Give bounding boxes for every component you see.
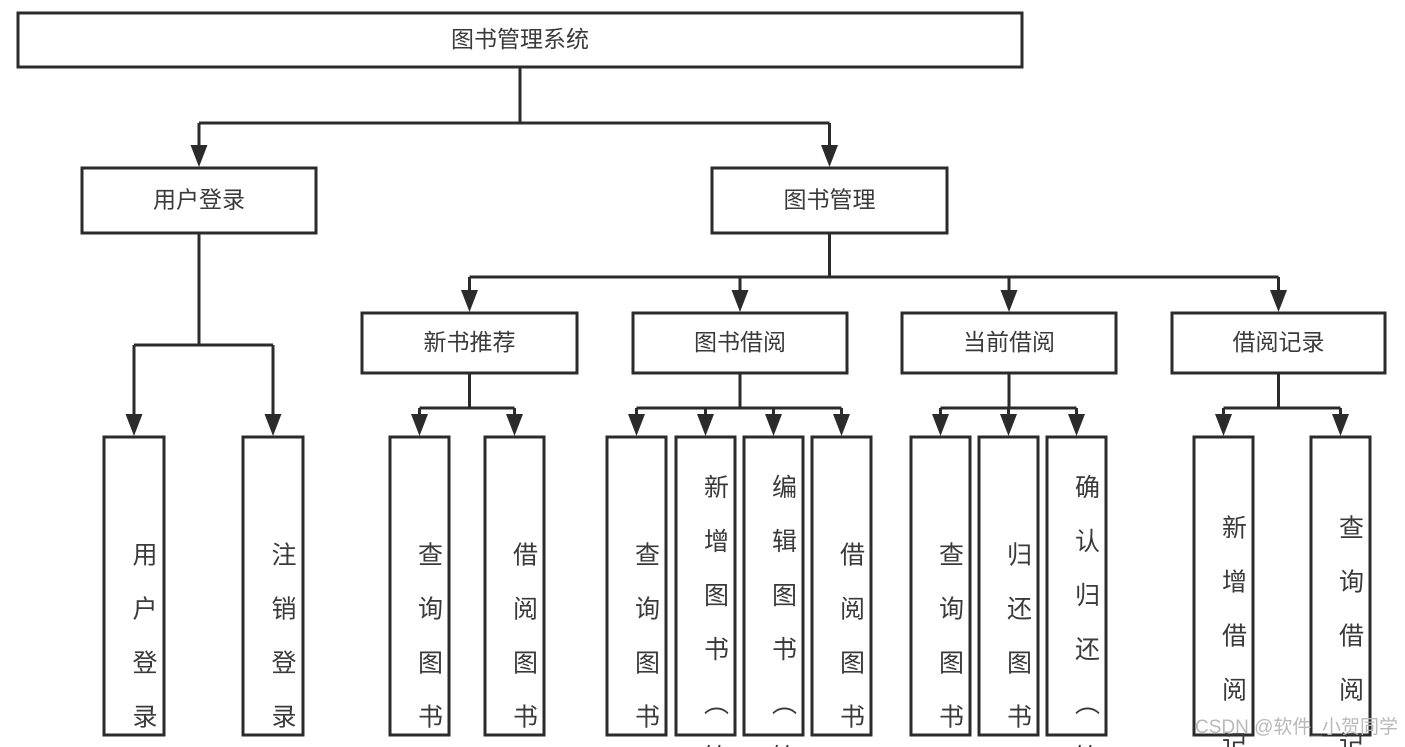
- csdn-watermark: CSDN @软件_小贺同学: [1195, 716, 1398, 738]
- node-leaf-query-book-a[interactable]: 查询图书: [388, 435, 451, 737]
- nodes-layer: 图书管理系统用户登录图书管理新书推荐图书借阅当前借阅借阅记录用户登录注销登录查询…: [16, 11, 1387, 747]
- node-box: [483, 435, 546, 737]
- node-book-manage[interactable]: 图书管理: [710, 166, 949, 235]
- node-box: [742, 435, 805, 737]
- node-leaf-logout[interactable]: 注销登录: [241, 435, 305, 737]
- node-leaf-edit-book[interactable]: 编辑图书（管理员）: [742, 435, 805, 747]
- node-leaf-add-record[interactable]: 新增借阅记录: [1192, 435, 1255, 747]
- node-user-login[interactable]: 用户登录: [80, 166, 318, 235]
- node-current-borrow[interactable]: 当前借阅: [900, 311, 1118, 375]
- node-label: 图书借阅: [694, 329, 786, 355]
- node-box: [241, 435, 305, 737]
- node-label: 新增图书（管理员）: [701, 474, 730, 747]
- node-box: [909, 435, 972, 737]
- node-box: [16, 11, 1024, 69]
- node-label: 图书管理系统: [451, 26, 589, 52]
- edge-group-book_manage: [461, 233, 1287, 312]
- node-leaf-query-book-b[interactable]: 查询图书: [605, 435, 668, 737]
- node-box: [605, 435, 668, 737]
- node-leaf-user-login[interactable]: 用户登录: [102, 435, 166, 737]
- node-box: [1045, 435, 1108, 737]
- node-box: [102, 435, 166, 737]
- edge-group-book_borrow: [628, 373, 850, 436]
- node-box: [674, 435, 737, 737]
- node-label: 借阅图书: [837, 541, 866, 730]
- node-label: 借阅记录: [1233, 329, 1325, 355]
- node-box: [388, 435, 451, 737]
- node-leaf-query-book-c[interactable]: 查询图书: [909, 435, 972, 737]
- edge-group-root: [190, 67, 838, 167]
- node-box: [900, 311, 1118, 375]
- node-label: 新书推荐: [424, 329, 516, 355]
- node-label: 当前借阅: [963, 329, 1055, 355]
- node-label: 编辑图书（管理员）: [769, 474, 798, 747]
- node-box: [1192, 435, 1255, 737]
- node-box: [631, 311, 849, 375]
- node-box: [360, 311, 579, 375]
- node-label: 查询图书: [936, 541, 965, 730]
- node-leaf-borrow-book-a[interactable]: 借阅图书: [483, 435, 546, 737]
- node-leaf-add-book[interactable]: 新增图书（管理员）: [674, 435, 737, 747]
- node-leaf-confirm-return[interactable]: 确认归还（管理员）: [1045, 435, 1108, 747]
- node-label: 查询图书: [415, 541, 444, 730]
- node-label: 归还图书: [1004, 541, 1033, 730]
- node-label: 用户登录: [153, 187, 245, 213]
- node-label: 新增借阅记录: [1219, 514, 1248, 747]
- node-borrow-record[interactable]: 借阅记录: [1170, 311, 1387, 375]
- node-label: 注销登录: [268, 541, 297, 730]
- edge-group-user_login: [125, 233, 282, 436]
- node-label: 查询借阅记录: [1336, 514, 1365, 747]
- node-label: 查询图书: [632, 541, 661, 730]
- node-label: 确认归还（管理员）: [1072, 474, 1101, 747]
- node-box: [1170, 311, 1387, 375]
- node-new-book-rec[interactable]: 新书推荐: [360, 311, 579, 375]
- node-label: 用户登录: [129, 541, 158, 730]
- edges-layer: [125, 67, 1349, 436]
- node-box: [810, 435, 873, 737]
- edge-group-current_borrow: [932, 373, 1085, 436]
- node-box: [710, 166, 949, 235]
- node-box: [977, 435, 1040, 737]
- node-book-borrow[interactable]: 图书借阅: [631, 311, 849, 375]
- edge-group-new_book_rec: [411, 373, 523, 436]
- node-label: 借阅图书: [510, 541, 539, 730]
- node-leaf-borrow-book-b[interactable]: 借阅图书: [810, 435, 873, 737]
- node-root[interactable]: 图书管理系统: [16, 11, 1024, 69]
- node-leaf-query-record[interactable]: 查询借阅记录: [1309, 435, 1372, 747]
- node-leaf-return-book[interactable]: 归还图书: [977, 435, 1040, 737]
- node-label: 图书管理: [784, 187, 876, 213]
- node-box: [1309, 435, 1372, 737]
- edge-group-borrow_record: [1215, 373, 1349, 436]
- node-box: [80, 166, 318, 235]
